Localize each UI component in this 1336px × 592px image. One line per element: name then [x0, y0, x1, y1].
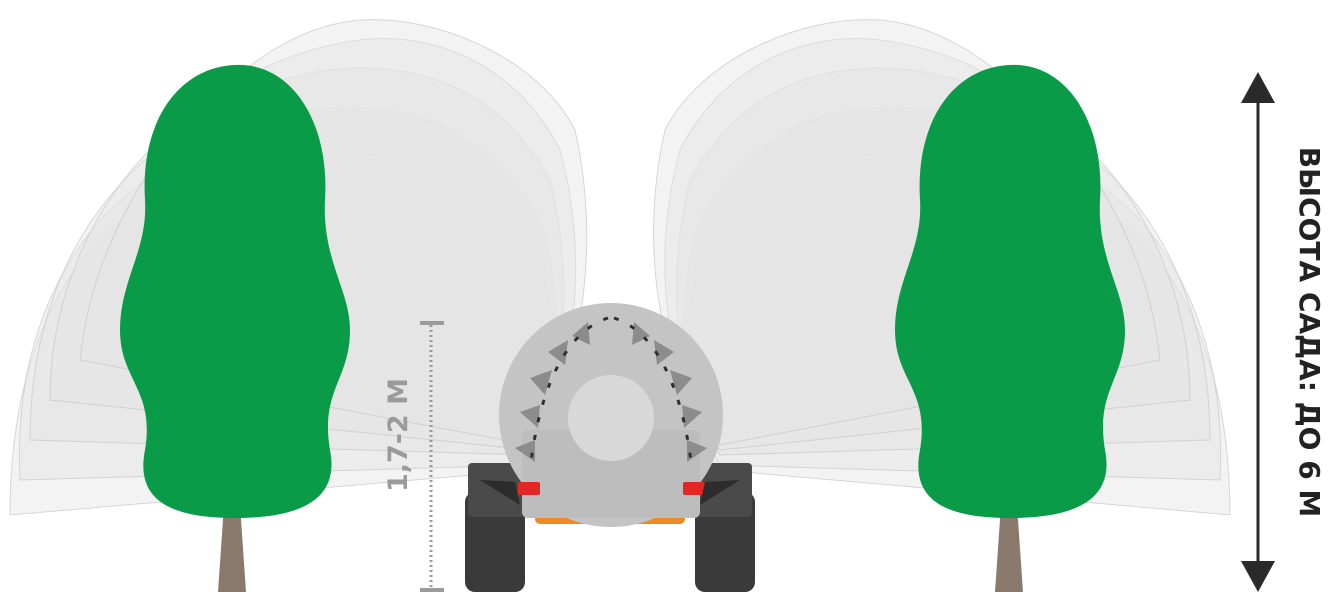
sprayer-body [522, 430, 700, 518]
fan-guard-right [632, 322, 707, 462]
nozzle-arc-right [613, 316, 694, 471]
fan-blade-right [700, 480, 740, 505]
tree-trunk-right [995, 505, 1023, 592]
tree-icon [895, 64, 1125, 518]
orchard-height-label: ВЫСОТА САДА: ДО 6 М [1293, 147, 1326, 518]
tank-center [568, 375, 654, 461]
fan-blade-left [480, 480, 520, 505]
nozzle-marker-left [518, 482, 540, 495]
nozzle-arc-left [528, 316, 609, 471]
sprayer-icon [465, 303, 755, 592]
tree-trunk-left [218, 505, 246, 592]
nozzle-height-label: 1,7-2 М [383, 378, 414, 492]
double-arrow-icon [1241, 72, 1275, 592]
tree-icon [120, 64, 350, 518]
nozzle-marker-right [683, 482, 705, 495]
nozzle-height-dimension [420, 321, 444, 592]
fan-guard-left [515, 322, 590, 462]
